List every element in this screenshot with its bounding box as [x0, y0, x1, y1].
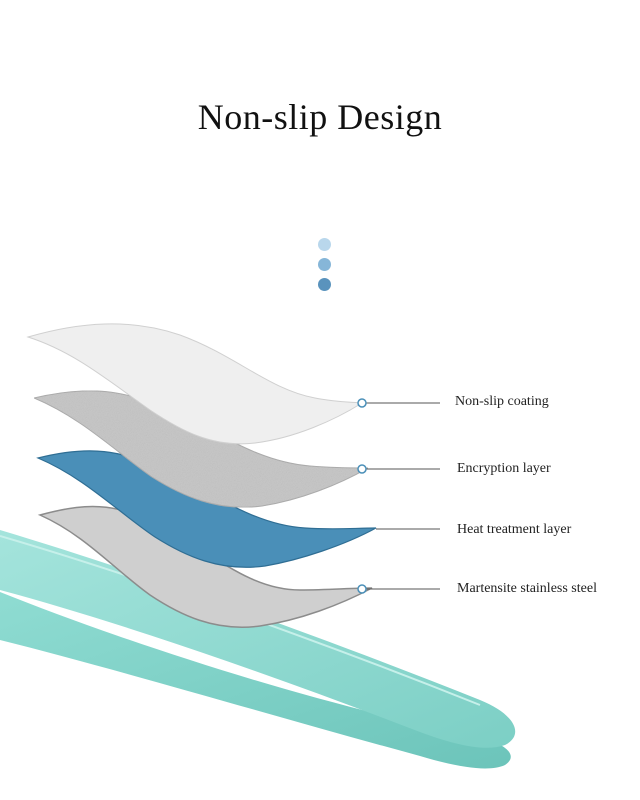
- label-non-slip-coating: Non-slip coating: [455, 394, 549, 409]
- page-title: Non-slip Design: [197, 97, 443, 137]
- callouts: [357, 398, 440, 594]
- decorative-dots: [318, 238, 332, 298]
- dot-mid: [318, 258, 331, 271]
- marker-encryption: [357, 464, 367, 474]
- dot-light: [318, 238, 331, 251]
- tweezer-upper-arm: [0, 530, 516, 748]
- dot-dark: [318, 278, 331, 291]
- layer-non-slip-coating: [26, 323, 364, 445]
- label-martensite-steel: Martensite stainless steel: [457, 581, 597, 596]
- label-encryption-layer: Encryption layer: [457, 461, 551, 476]
- tweezer-lower-arm: [0, 592, 511, 769]
- marker-coating: [357, 398, 367, 408]
- marker-steel: [357, 584, 367, 594]
- label-heat-treatment-layer: Heat treatment layer: [457, 522, 572, 537]
